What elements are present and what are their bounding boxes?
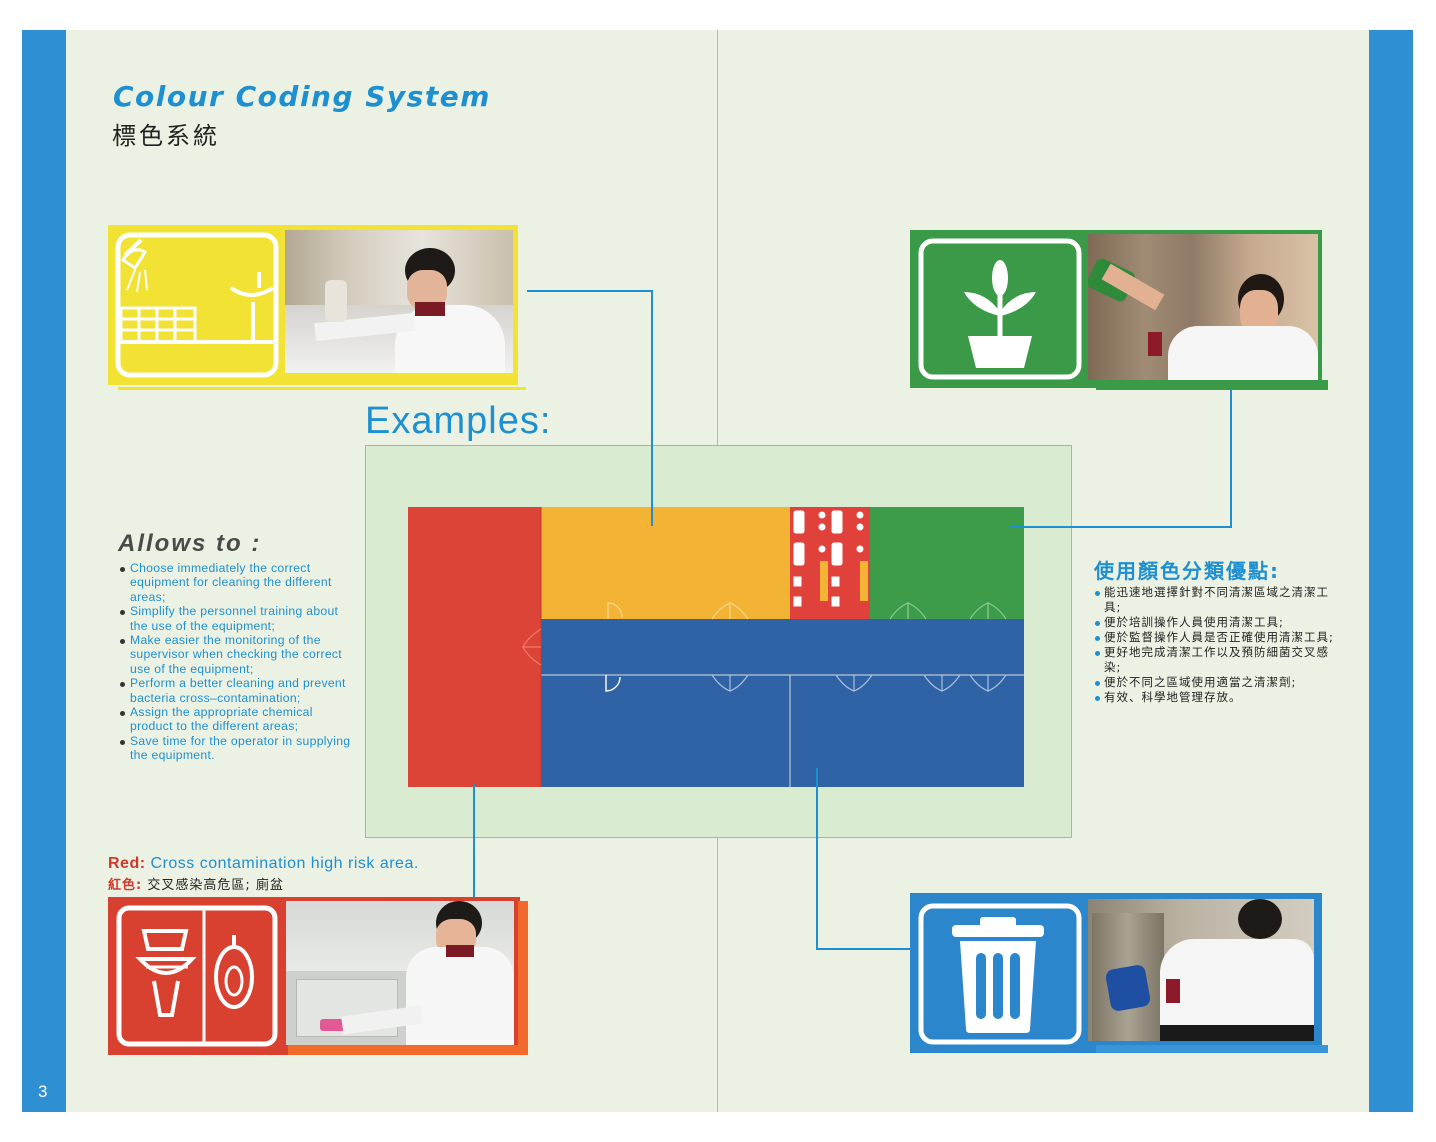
yellow-card [108,225,526,390]
red-caption-zh-label: 紅色: [108,878,143,893]
blue-photo-wiping-bin [1088,899,1314,1041]
toilet-urinal-icon [114,903,280,1049]
connector-yellow [527,290,653,292]
blue-room-right [790,675,1024,787]
page-subtitle: 標色系統 [112,122,220,150]
connector-yellow-down [651,290,653,526]
advantages-zh-item: 便於不同之區域使用適當之清潔劑; [1094,675,1334,690]
yellow-photo-cleaning-mirror [285,230,513,373]
allows-title: Allows to : [118,530,262,557]
advantages-zh-item: 更好地完成清潔工作以及預防細菌交叉感染; [1094,645,1334,675]
connector-green-down [1230,390,1232,528]
allows-item: Make easier the monitoring of the superv… [118,633,358,676]
floor-plan [408,507,1024,787]
allows-item: Choose immediately the correct equipment… [118,561,358,604]
allows-item: Perform a better cleaning and prevent ba… [118,676,358,705]
green-photo-wiping-wall [1088,234,1318,380]
connector-blue [816,948,910,950]
advantages-zh-item: 便於培訓操作人員使用清潔工具; [1094,615,1334,630]
advantages-zh-item: 有效、科學地管理存放。 [1094,690,1334,705]
red-caption: Red: Cross contamination high risk area. [108,855,419,873]
right-blue-strip [1369,30,1413,1112]
allows-item: Simplify the personnel training about th… [118,604,358,633]
advantages-zh-item: 能迅速地選擇針對不同清潔區域之清潔工具; [1094,585,1334,615]
allows-item: Assign the appropriate chemical product … [118,705,358,734]
red-zone [408,507,541,787]
corridor-zone [541,619,1024,675]
sink-shower-icon [113,230,281,380]
red-photo-cleaning-toilet [286,901,514,1045]
blue-room-left [541,675,790,787]
red-caption-label: Red: [108,855,146,872]
advantages-zh-list: 能迅速地選擇針對不同清潔區域之清潔工具; 便於培訓操作人員使用清潔工具; 便於監… [1094,585,1334,705]
advantages-zh-title: 使用顏色分類優點: [1094,559,1280,583]
red-caption-zh-text: 交叉感染高危區; 廁盆 [147,878,284,893]
connector-blue-down [816,768,818,950]
advantages-zh-item: 便於監督操作人員是否正確使用清潔工具; [1094,630,1334,645]
plant-icon [916,236,1084,382]
green-card [910,230,1328,390]
connector-green [1010,526,1232,528]
red-caption-text: Cross contamination high risk area. [150,855,419,872]
allows-list: Choose immediately the correct equipment… [118,561,358,763]
orange-zone [541,507,790,619]
left-blue-strip [22,30,66,1112]
examples-label: Examples: [365,400,552,442]
trash-bin-icon [916,901,1084,1047]
red-caption-zh: 紅色: 交叉感染高危區; 廁盆 [108,874,284,893]
page-title: Colour Coding System [113,80,491,113]
blue-card [910,893,1328,1053]
red-card [108,897,528,1055]
page-number: 3 [38,1082,48,1101]
allows-item: Save time for the operator in supplying … [118,734,358,763]
green-zone [870,507,1024,619]
connector-red [473,783,475,897]
